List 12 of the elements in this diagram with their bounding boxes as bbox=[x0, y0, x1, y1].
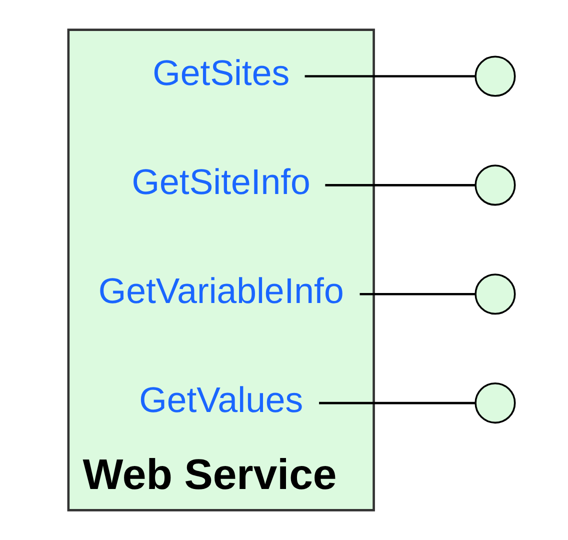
connector bbox=[324, 184, 476, 186]
node-text: GetValues bbox=[138, 380, 303, 420]
node-text: GetSites bbox=[152, 53, 290, 94]
node-circle bbox=[474, 164, 516, 206]
connector bbox=[304, 75, 475, 78]
connector bbox=[359, 292, 475, 296]
node-text: GetVariableInfo bbox=[98, 271, 344, 312]
node-circle bbox=[474, 274, 516, 315]
node-circle bbox=[474, 382, 516, 424]
node-circle bbox=[474, 56, 516, 97]
node-text: GetSiteInfo bbox=[131, 162, 310, 202]
connector bbox=[318, 402, 475, 404]
